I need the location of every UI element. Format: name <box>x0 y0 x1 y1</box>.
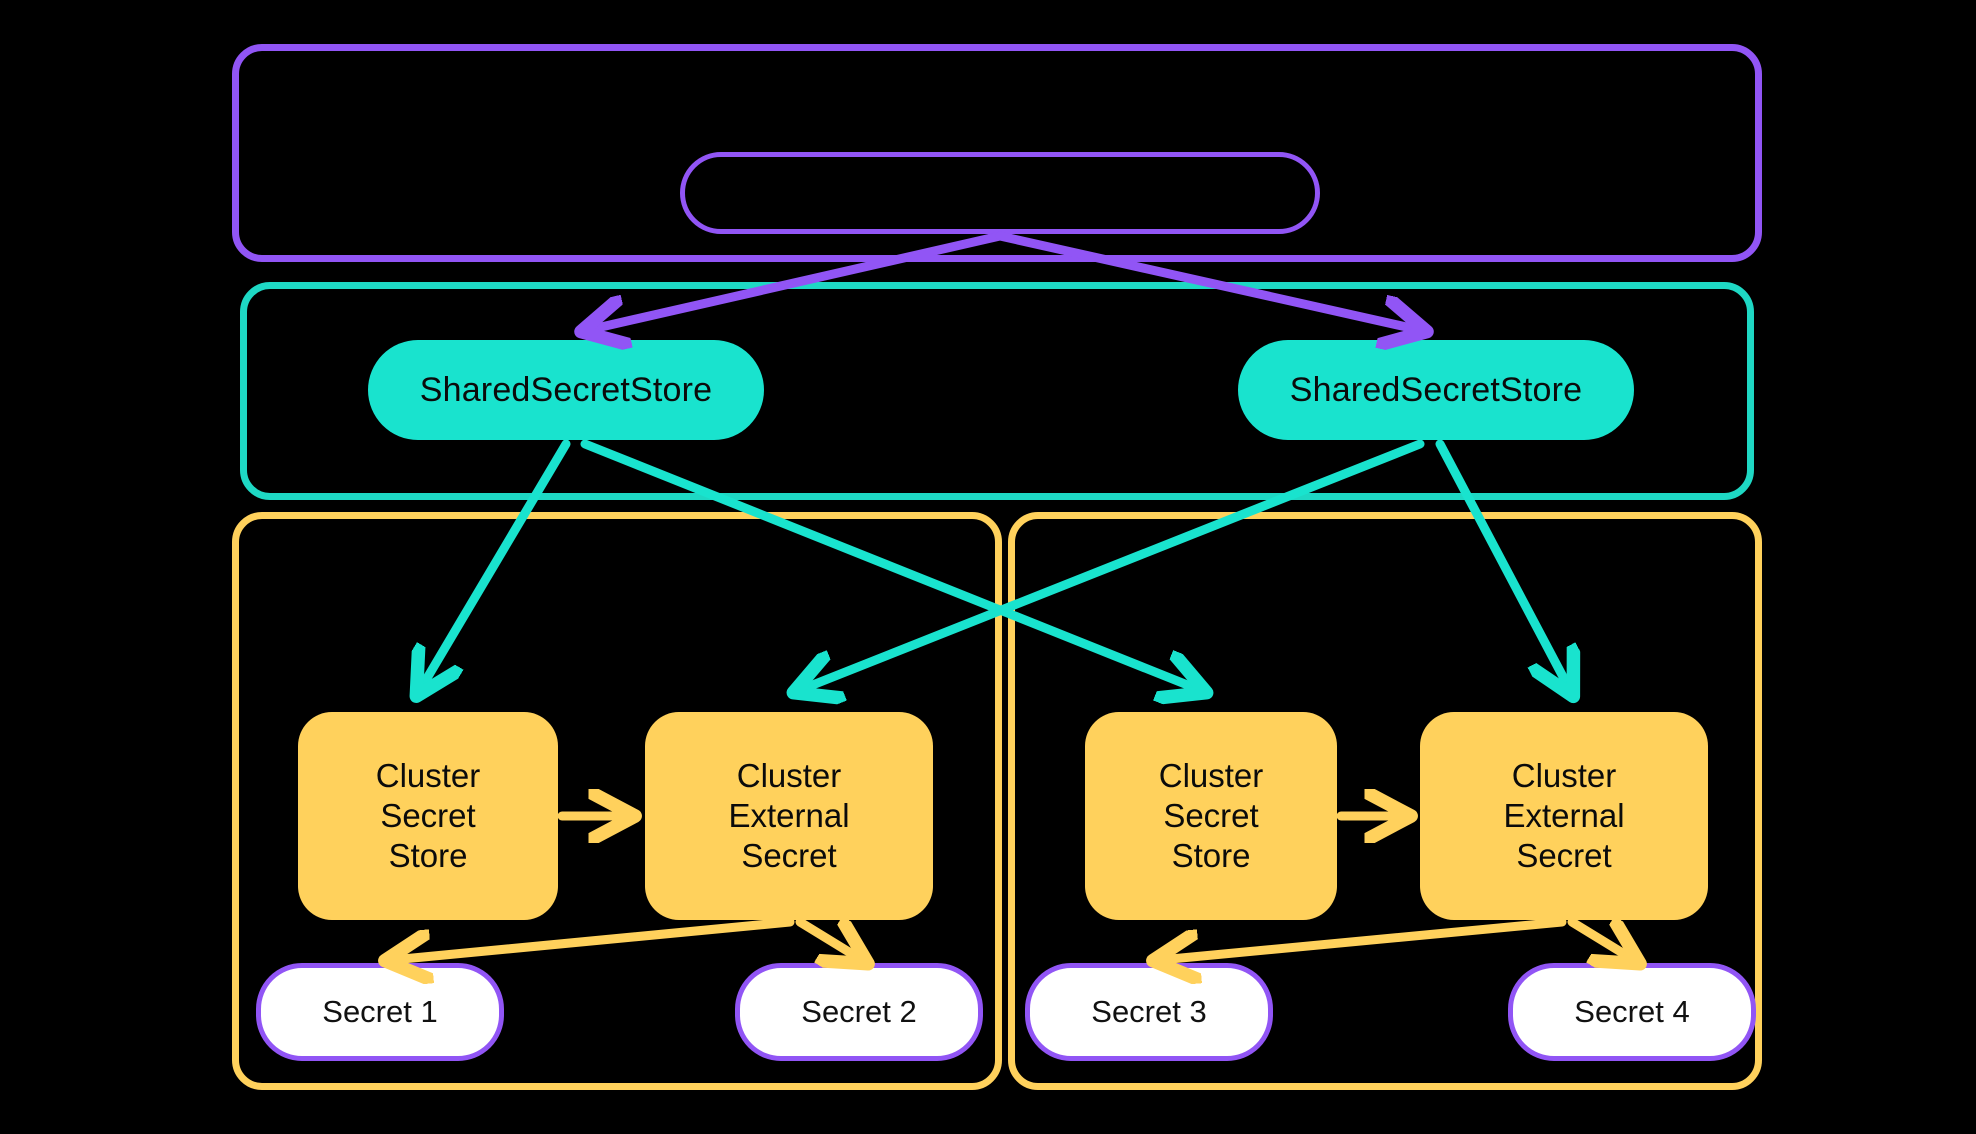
shared-secret-store-right[interactable]: SharedSecretStore <box>1238 340 1634 440</box>
secret-4[interactable]: Secret 4 <box>1508 963 1756 1061</box>
shared-secret-store-left[interactable]: SharedSecretStore <box>368 340 764 440</box>
cluster-secret-store-right[interactable]: Cluster Secret Store <box>1085 712 1337 920</box>
secret-1[interactable]: Secret 1 <box>256 963 504 1061</box>
controller-pill[interactable] <box>680 152 1320 234</box>
secret-2[interactable]: Secret 2 <box>735 963 983 1061</box>
secret-3[interactable]: Secret 3 <box>1025 963 1273 1061</box>
cluster-secret-store-left[interactable]: Cluster Secret Store <box>298 712 558 920</box>
cluster-external-secret-right[interactable]: Cluster External Secret <box>1420 712 1708 920</box>
cluster-external-secret-left[interactable]: Cluster External Secret <box>645 712 933 920</box>
